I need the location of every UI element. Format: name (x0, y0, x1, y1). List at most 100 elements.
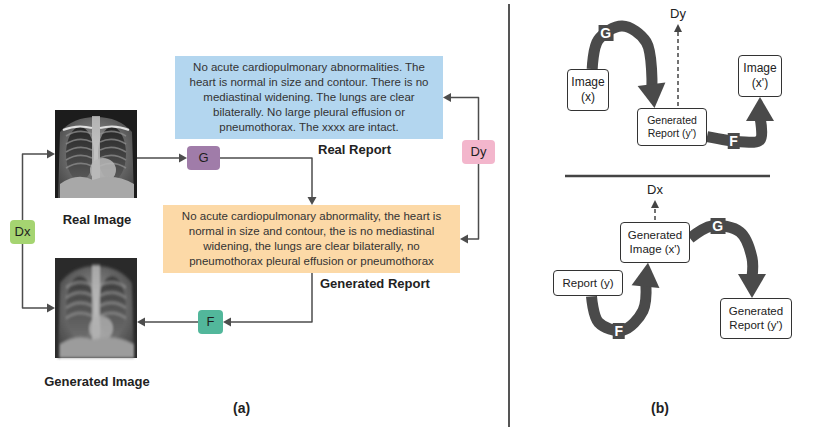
connector-line (144, 321, 198, 323)
image-node: Real Image (42, 110, 152, 228)
arrow-head (223, 318, 231, 327)
box-label: G (187, 150, 220, 166)
connector (137, 154, 187, 163)
process-box: Generated Report (y') (720, 298, 792, 339)
process-box: Generated Report (y') (637, 108, 707, 146)
connector-line (220, 158, 312, 198)
arrow-head (47, 150, 55, 159)
xray-rib (66, 147, 92, 152)
xray-rib (100, 282, 126, 287)
box-label: Report (y) (556, 276, 620, 290)
xray-background (55, 258, 137, 358)
report-shape: No acute cardiopulmonary abnormalities. … (175, 56, 443, 139)
arrow-head (179, 154, 187, 163)
curved-arrow (707, 97, 774, 142)
connector-line (450, 98, 479, 141)
xray-rib (100, 139, 126, 144)
xray-body (58, 117, 134, 198)
image-frame (55, 258, 137, 358)
edge-label: G (710, 218, 725, 234)
xray-rib (66, 303, 92, 308)
connector-line (467, 164, 479, 239)
report-shape: No acute cardiopulmonary abnormality, th… (163, 205, 460, 273)
xray-clavicle (63, 126, 129, 130)
generator-box: G (187, 146, 220, 170)
connector (23, 244, 56, 313)
xray-rib (100, 293, 126, 298)
arrow-head (460, 235, 468, 244)
process-box: Generated Image (x') (620, 222, 690, 263)
box-label: Dy (462, 144, 495, 160)
connector (460, 164, 479, 244)
panel-label: (b) (651, 400, 669, 416)
connector (23, 150, 56, 221)
dashed-line (654, 206, 656, 220)
panel-divider (508, 4, 510, 427)
arrow-head (674, 24, 682, 32)
image-caption: Generated Image (42, 374, 152, 390)
arrow-head (746, 97, 774, 121)
report-title: Generated Report (320, 276, 460, 292)
box-label: Dx (10, 224, 35, 240)
xray-rib (66, 293, 92, 298)
report-box: No acute cardiopulmonary abnormalities. … (175, 56, 443, 158)
curved-arrow (690, 226, 766, 298)
xray-rib (66, 163, 92, 168)
process-box: Image (x') (738, 55, 782, 97)
connector (443, 93, 479, 140)
image-node: Generated Image (42, 258, 152, 390)
arrow-head (651, 200, 659, 208)
report-text: No acute cardiopulmonary abnormalities. … (182, 60, 436, 135)
xray-lung (66, 127, 94, 181)
box-label: Image (x) (570, 75, 606, 105)
panel-divider (565, 175, 770, 178)
image-caption: Real Image (42, 212, 152, 228)
connector-line (23, 244, 49, 308)
box-label: Image (x') (741, 61, 779, 91)
xray-diaphragm (60, 177, 134, 198)
box-label: Generated Image (x') (623, 228, 687, 257)
xray-rib (100, 131, 126, 136)
discriminator-box: Dx (10, 220, 35, 244)
process-box: Image (x) (567, 69, 609, 111)
connector (137, 318, 198, 327)
dashed-line (677, 30, 679, 106)
report-title: Real Report (318, 142, 443, 158)
xray-image (55, 110, 137, 198)
edge-label: F (613, 323, 626, 339)
connector (220, 158, 317, 205)
panel-label: (a) (233, 400, 250, 416)
xray-background (55, 110, 137, 198)
xray-generated (58, 265, 134, 358)
xray-rib (66, 282, 92, 287)
xray-rib (100, 303, 126, 308)
report-box: No acute cardiopulmonary abnormality, th… (163, 205, 460, 292)
arrow-head (632, 263, 660, 288)
discriminator-box: Dy (462, 140, 495, 164)
xray-rib (66, 139, 92, 144)
xray-rib (66, 131, 92, 136)
box-label: F (198, 314, 223, 330)
arrow-head (443, 93, 451, 102)
xray-heart (89, 316, 113, 341)
image-frame (55, 110, 137, 198)
discriminator-label: Dy (670, 6, 686, 21)
arrow-head (738, 274, 766, 298)
discriminator-label: Dx (647, 182, 663, 197)
connector (223, 273, 312, 327)
connector-line (230, 273, 312, 322)
box-label: Generated Report (y') (723, 304, 789, 333)
xray-rib (66, 155, 92, 160)
arrow-head (308, 197, 317, 205)
box-label: Generated Report (y') (640, 114, 704, 140)
connector-line (137, 157, 180, 159)
xray-diaphragm (60, 337, 134, 358)
xray-rib (100, 147, 126, 152)
xray-image (55, 258, 137, 358)
arrow-head (47, 304, 55, 313)
arrow-head (137, 318, 145, 327)
xray-rib (66, 313, 92, 318)
report-text: No acute cardiopulmonary abnormality, th… (170, 209, 453, 269)
connector-line (23, 154, 49, 220)
